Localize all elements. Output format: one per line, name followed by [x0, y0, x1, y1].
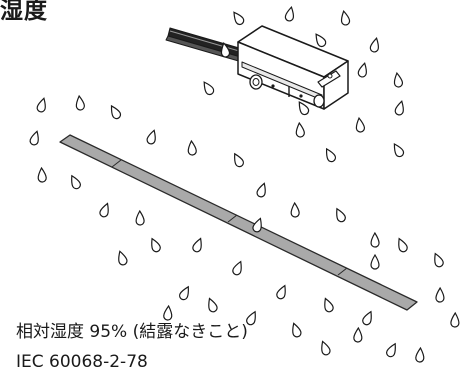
proximity-sensor-icon — [165, 25, 349, 110]
water-droplet-icon — [36, 97, 46, 113]
water-droplet-icon — [276, 284, 286, 300]
water-droplet-icon — [362, 310, 372, 326]
water-droplet-icon — [315, 33, 327, 48]
water-droplet-icon — [29, 130, 39, 146]
water-droplet-icon — [434, 252, 444, 268]
water-droplet-icon — [246, 310, 256, 326]
water-droplet-icon — [370, 253, 380, 270]
water-droplet-icon — [290, 201, 300, 218]
water-droplet-icon — [234, 152, 244, 168]
water-droplet-icon — [357, 62, 367, 78]
water-droplet-icon — [369, 37, 380, 53]
water-droplet-icon — [386, 342, 396, 358]
water-droplet-icon — [110, 104, 122, 120]
water-droplet-icon — [355, 116, 365, 133]
water-droplet-icon — [295, 121, 305, 138]
water-droplet-icon — [398, 237, 408, 253]
humidity-condition-text: 相対湿度 95% (結露なきこと) — [16, 322, 248, 342]
water-droplet-icon — [203, 81, 215, 96]
water-droplet-icon — [450, 311, 460, 328]
water-droplet-icon — [353, 326, 363, 343]
water-droplet-icon — [292, 322, 302, 338]
water-droplet-icon — [232, 260, 242, 276]
water-droplet-icon — [135, 209, 145, 226]
water-droplet-icon — [394, 100, 404, 116]
water-droplet-icon — [252, 217, 262, 233]
water-droplet-icon — [393, 143, 405, 158]
water-droplet-icon — [233, 11, 245, 25]
water-droplets — [29, 6, 460, 363]
water-droplet-icon — [179, 285, 189, 301]
water-droplet-icon — [187, 139, 197, 156]
water-droplet-icon — [370, 231, 380, 248]
water-droplet-icon — [220, 41, 231, 58]
water-droplet-icon — [99, 202, 109, 218]
water-droplet-icon — [75, 94, 85, 111]
water-droplet-icon — [393, 71, 404, 88]
water-droplet-icon — [163, 304, 173, 321]
page-title: 湿度 — [0, 0, 48, 24]
water-droplet-icon — [284, 6, 295, 22]
water-droplet-icon — [321, 340, 331, 356]
water-droplet-icon — [336, 207, 346, 223]
water-droplet-icon — [415, 346, 425, 363]
water-droplet-icon — [340, 9, 351, 26]
water-droplet-icon — [151, 237, 161, 253]
water-droplet-icon — [298, 101, 310, 116]
water-droplet-icon — [146, 129, 156, 145]
water-droplet-icon — [192, 237, 202, 253]
water-droplet-icon — [256, 182, 266, 198]
test-standard-text: IEC 60068-2-78 — [16, 352, 148, 372]
sensing-strip-icon — [59, 134, 418, 311]
water-droplet-icon — [325, 147, 337, 163]
water-droplet-icon — [208, 297, 218, 313]
water-droplet-icon — [435, 286, 445, 303]
water-droplet-icon — [324, 297, 334, 313]
water-droplet-icon — [71, 174, 81, 190]
water-droplet-icon — [37, 166, 47, 183]
water-droplet-icon — [118, 250, 128, 266]
